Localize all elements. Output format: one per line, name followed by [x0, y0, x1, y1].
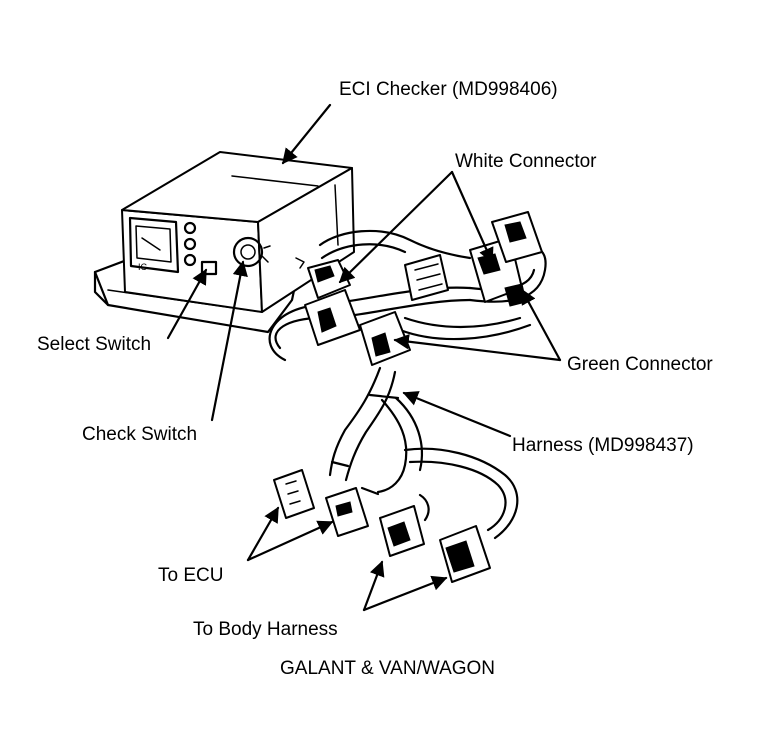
label-white-connector: White Connector	[455, 151, 597, 172]
label-check-switch: Check Switch	[82, 424, 198, 445]
label-to-ecu: To ECU	[158, 565, 224, 586]
label-select-switch: Select Switch	[37, 334, 152, 355]
end-connectors	[273, 469, 491, 583]
label-green-connector: Green Connector	[567, 354, 713, 375]
eci-checker-device: IC	[93, 151, 355, 334]
diagram-caption: GALANT & VAN/WAGON	[280, 658, 496, 679]
svg-text:IC: IC	[138, 262, 148, 272]
leader-arrows	[166, 103, 562, 612]
label-harness: Harness (MD998437)	[512, 435, 694, 456]
label-eci-checker: ECI Checker (MD998406)	[339, 79, 558, 100]
label-to-body-harness: To Body Harness	[193, 619, 338, 640]
